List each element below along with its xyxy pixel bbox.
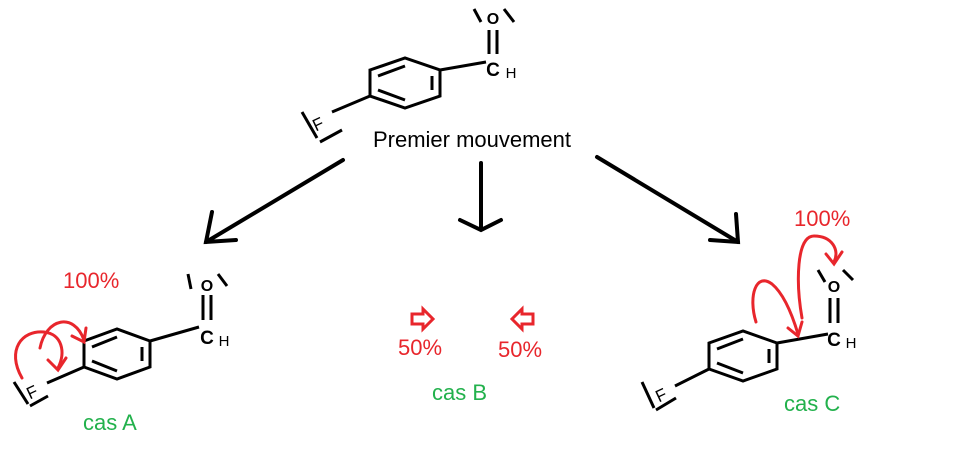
case-a-benzene-ring [82, 327, 152, 381]
case-c-label: cas C [784, 391, 840, 416]
case-c-curved-arrow-bond-to-oxygen [796, 234, 838, 320]
case-c-f-lone-pair-bottom [655, 396, 677, 412]
top-o-lone-pair-right [502, 8, 516, 23]
arrow-to-case-a-head [203, 210, 238, 245]
case-a-o-lone-pair-left [186, 273, 193, 290]
top-molecule [300, 8, 516, 144]
case-b-label: cas B [432, 380, 487, 405]
top-hydrogen-label: H [506, 65, 517, 82]
case-b-percentage-right: 50% [498, 337, 542, 362]
diagram-title: Premier mouvement [373, 127, 571, 152]
case-c-molecule [640, 268, 855, 412]
case-c-o-lone-pair-right [841, 268, 855, 282]
case-c-f-lone-pair-left [640, 381, 656, 409]
case-a-curved-arrow-f-to-ring [14, 330, 64, 380]
case-c-oxygen-label: O [828, 279, 840, 296]
case-c-percentage: 100% [794, 206, 850, 231]
top-oxygen-label: O [487, 11, 499, 28]
case-c-o-lone-pair-left [816, 269, 827, 283]
top-f-lone-pair-left [300, 111, 319, 139]
branch-arrows [203, 155, 741, 245]
case-a-label: cas A [83, 410, 137, 435]
case-b-right-arrow-icon [410, 305, 436, 333]
case-c-fluorine-label: F [652, 385, 669, 407]
top-f-lone-pair-bottom [319, 128, 343, 144]
arrow-to-case-a [204, 158, 345, 244]
case-a-f-lone-pair-left [12, 381, 30, 405]
case-a-curved-arrow-ring [38, 320, 86, 350]
case-b-left-arrow-icon [509, 305, 535, 333]
case-a-hydrogen-label: H [219, 333, 230, 350]
case-c-hydrogen-label: H [846, 335, 857, 352]
case-a-carbon-label: C [200, 328, 214, 349]
top-bond-ring-carbonyl [439, 60, 487, 72]
case-c-benzene-ring [707, 329, 779, 383]
top-o-lone-pair-left [472, 8, 483, 23]
case-a-bond-ring-f [46, 365, 85, 385]
case-a-electron-arrows [14, 320, 88, 380]
top-bond-ring-f [331, 94, 371, 114]
top-carbon-label: C [486, 60, 500, 81]
arrow-to-case-c [595, 155, 740, 244]
case-a-bond-ring-carbonyl [149, 325, 200, 343]
case-c-bond-ring-carbonyl [776, 332, 829, 345]
case-c-bond-ring-f [674, 367, 710, 388]
arrow-to-case-b-head [458, 218, 503, 233]
case-a-f-lone-pair-bottom [29, 394, 49, 408]
top-benzene-ring [368, 56, 442, 110]
case-a-molecule [12, 273, 229, 408]
case-a-oxygen-label: O [201, 278, 213, 295]
arrow-to-case-c-head [708, 212, 741, 245]
case-c-carbon-label: C [827, 330, 841, 351]
case-a-percentage: 100% [63, 268, 119, 293]
case-a-o-lone-pair-right [216, 273, 229, 287]
case-b-percentage-left: 50% [398, 335, 442, 360]
case-c-curved-arrow-ring-to-carbonyl [751, 279, 800, 336]
case-c-electron-arrows [751, 234, 844, 339]
case-b-small-arrows [410, 305, 535, 333]
